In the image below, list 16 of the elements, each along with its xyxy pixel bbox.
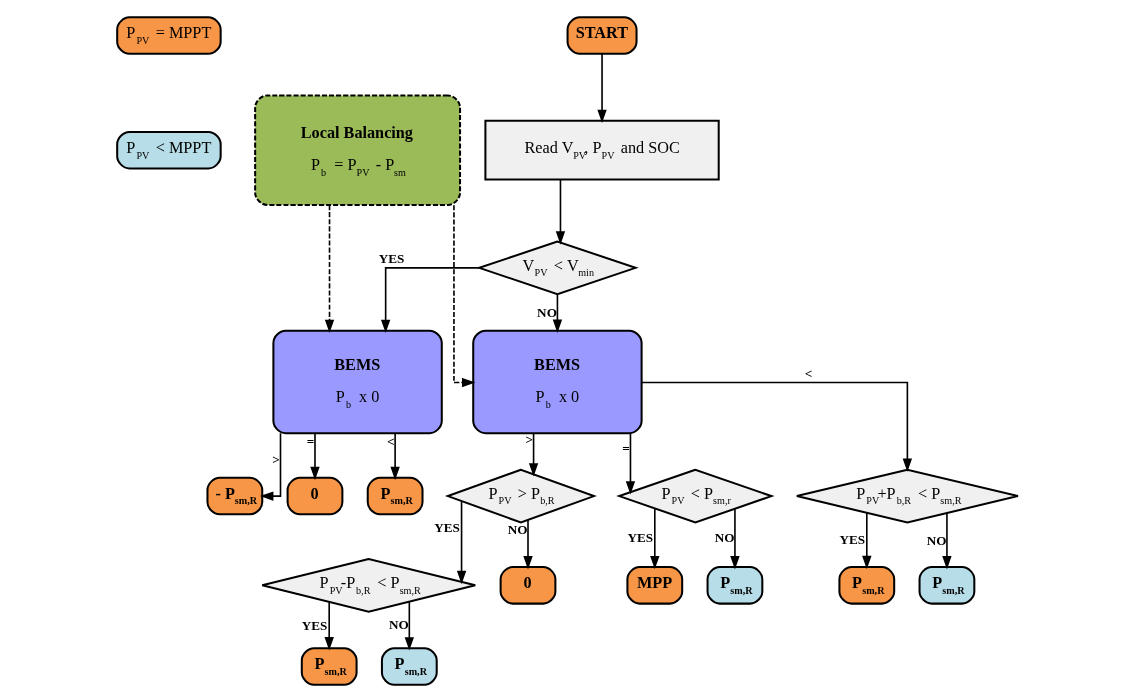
edge-label: NO xyxy=(537,304,557,320)
edge-label: YES xyxy=(839,532,866,548)
edge-label: NO xyxy=(714,530,735,546)
edge-label: YES xyxy=(627,530,654,546)
edge-label: > xyxy=(272,452,280,468)
legend-label: P$_{PV}$ = MPPT xyxy=(126,24,212,46)
edge-label: = xyxy=(306,433,315,449)
edge-label: NO xyxy=(507,521,528,537)
legend-label: P$_{PV}$ < MPPT xyxy=(126,139,212,161)
edge-label: < xyxy=(804,365,813,381)
edge-label: NO xyxy=(926,532,947,548)
edge-label: YES xyxy=(301,617,328,633)
edge-label: NO xyxy=(389,617,409,633)
edge-label: YES xyxy=(378,251,405,267)
edge-label: = xyxy=(622,440,630,456)
edge-label: < xyxy=(387,433,395,449)
